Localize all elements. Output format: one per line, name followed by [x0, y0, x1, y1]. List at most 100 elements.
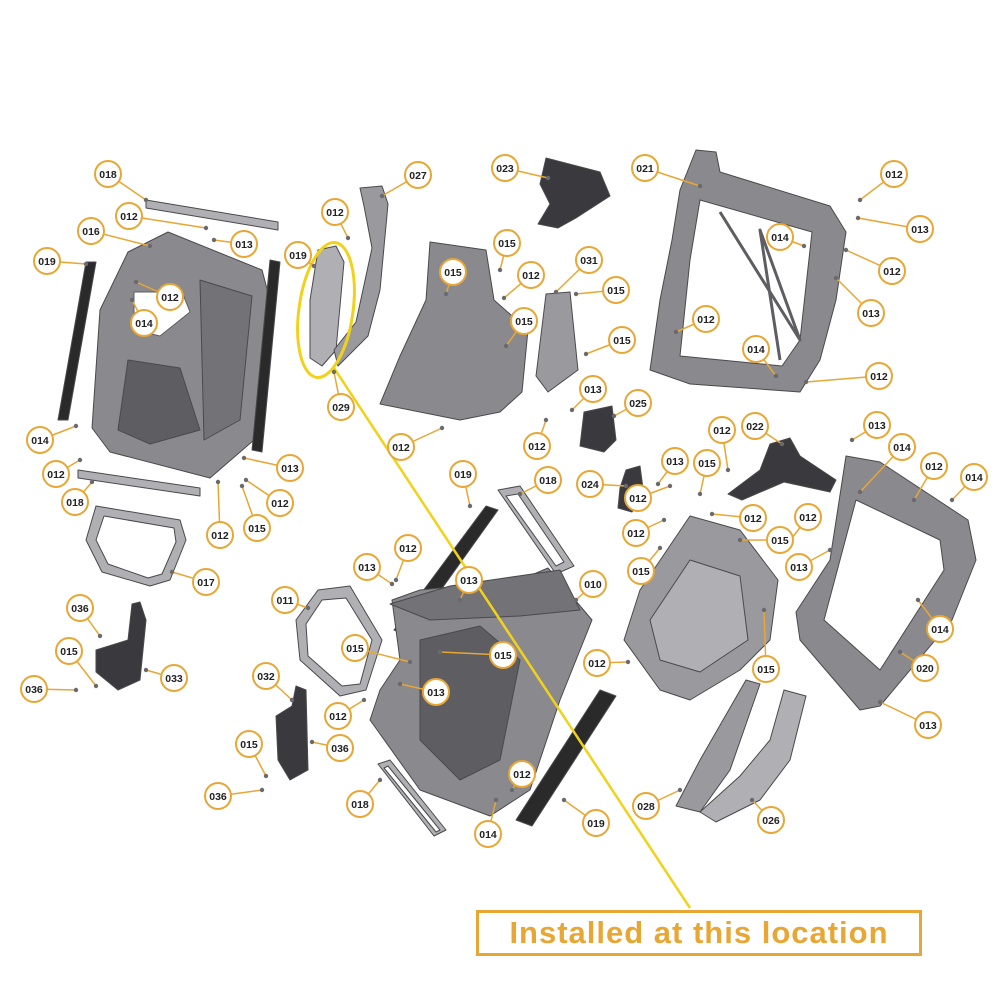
- callout-014: 014: [474, 820, 502, 848]
- callout-ring: [906, 215, 934, 243]
- callout-021: 021: [631, 154, 659, 182]
- callout-013: 013: [230, 230, 258, 258]
- callout-label: 028: [637, 801, 655, 813]
- callout-ring: [863, 411, 891, 439]
- fastener-marker: [561, 797, 567, 803]
- callout-ring: [631, 154, 659, 182]
- callout-ring: [284, 241, 312, 269]
- callout-label: 015: [698, 458, 716, 470]
- fastener-marker: [677, 787, 683, 793]
- callout-label: 014: [31, 435, 49, 447]
- callout-label: 021: [636, 163, 654, 175]
- fastener-marker: [397, 681, 403, 687]
- fastener-marker: [553, 289, 559, 295]
- callout-label: 012: [713, 425, 731, 437]
- callout-label: 015: [444, 267, 462, 279]
- callout-label: 015: [757, 664, 775, 676]
- callout-ring: [865, 362, 893, 390]
- callout-013: 013: [857, 299, 885, 327]
- fastener-marker: [169, 569, 175, 575]
- fastener-marker: [241, 455, 247, 461]
- callout-label: 024: [581, 479, 599, 491]
- callout-028: 028: [632, 792, 660, 820]
- fastener-marker: [311, 263, 317, 269]
- callout-ring: [404, 161, 432, 189]
- fastener-marker: [457, 597, 463, 603]
- callout-029: 029: [327, 393, 355, 421]
- fastener-marker: [897, 649, 903, 655]
- callout-label: 015: [494, 650, 512, 662]
- callout-024: 024: [576, 470, 604, 498]
- callout-013: 013: [914, 711, 942, 739]
- callout-012: 012: [394, 534, 422, 562]
- fastener-marker: [407, 659, 413, 665]
- callout-016: 016: [77, 217, 105, 245]
- callout-012: 012: [156, 283, 184, 311]
- callout-ring: [794, 503, 822, 531]
- part-018-top-strip: [145, 199, 279, 231]
- callout-ring: [579, 570, 607, 598]
- part-026-piece: [699, 689, 807, 823]
- callout-label: 015: [240, 739, 258, 751]
- callout-ring: [94, 160, 122, 188]
- callout-014: 014: [960, 463, 988, 491]
- fastener-marker: [93, 683, 99, 689]
- installation-caption: Installed at this location: [476, 910, 922, 956]
- callout-ring: [33, 247, 61, 275]
- callout-019: 019: [284, 241, 312, 269]
- fastener-marker: [133, 279, 139, 285]
- callout-014: 014: [26, 426, 54, 454]
- callout-019: 019: [33, 247, 61, 275]
- callout-label: 015: [248, 523, 266, 535]
- callout-ring: [353, 553, 381, 581]
- callout-label: 012: [513, 769, 531, 781]
- callout-ring: [624, 484, 652, 512]
- fastener-marker: [827, 547, 833, 553]
- part-021-frame-braces: [718, 211, 802, 361]
- callout-ring: [583, 649, 611, 677]
- fastener-marker: [393, 577, 399, 583]
- callout-ring: [785, 553, 813, 581]
- callout-019: 019: [582, 809, 610, 837]
- callout-ring: [271, 586, 299, 614]
- callout-012: 012: [508, 760, 536, 788]
- callout-ring: [624, 389, 652, 417]
- callout-label: 012: [885, 169, 903, 181]
- callout-label: 013: [911, 224, 929, 236]
- fastener-marker: [697, 183, 703, 189]
- callout-012: 012: [523, 432, 551, 460]
- callout-label: 015: [515, 316, 533, 328]
- callout-018: 018: [346, 790, 374, 818]
- callout-label: 031: [580, 255, 598, 267]
- callout-ring: [960, 463, 988, 491]
- callout-label: 010: [584, 579, 602, 591]
- callout-018: 018: [61, 488, 89, 516]
- callout-label: 015: [346, 643, 364, 655]
- callout-ring: [579, 375, 607, 403]
- fastener-marker: [493, 797, 499, 803]
- callout-ring: [693, 449, 721, 477]
- callout-label: 012: [799, 512, 817, 524]
- callout-013: 013: [785, 553, 813, 581]
- fastener-marker: [73, 423, 79, 429]
- callout-label: 019: [587, 818, 605, 830]
- callout-ring: [156, 283, 184, 311]
- callout-013: 013: [276, 454, 304, 482]
- callout-ring: [911, 654, 939, 682]
- fastener-marker: [833, 275, 839, 281]
- fastener-marker: [443, 291, 449, 297]
- callout-ring: [602, 276, 630, 304]
- callout-013: 013: [863, 411, 891, 439]
- callout-label: 013: [358, 562, 376, 574]
- part-center-upper-duct-side: [535, 291, 579, 393]
- callout-label: 014: [931, 624, 949, 636]
- fastener-marker: [389, 581, 395, 587]
- fastener-marker: [709, 511, 715, 517]
- fastener-marker: [215, 479, 221, 485]
- callout-ring: [327, 393, 355, 421]
- fastener-marker: [625, 659, 631, 665]
- callout-ring: [878, 257, 906, 285]
- callout-ring: [243, 514, 271, 542]
- callout-012: 012: [708, 416, 736, 444]
- callout-ring: [422, 678, 450, 706]
